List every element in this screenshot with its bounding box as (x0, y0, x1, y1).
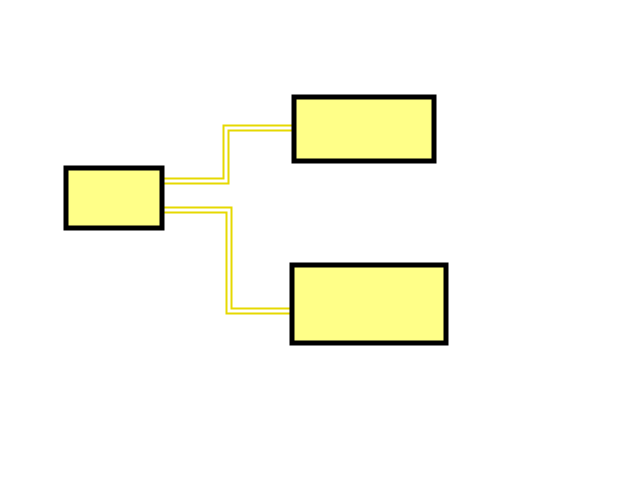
top-right-box[interactable] (291, 94, 437, 164)
left-box[interactable] (63, 165, 165, 231)
bottom-right-box[interactable] (289, 262, 449, 346)
connector-left-to-top-right (163, 124, 293, 185)
connector-left-to-bottom-right (163, 206, 291, 315)
